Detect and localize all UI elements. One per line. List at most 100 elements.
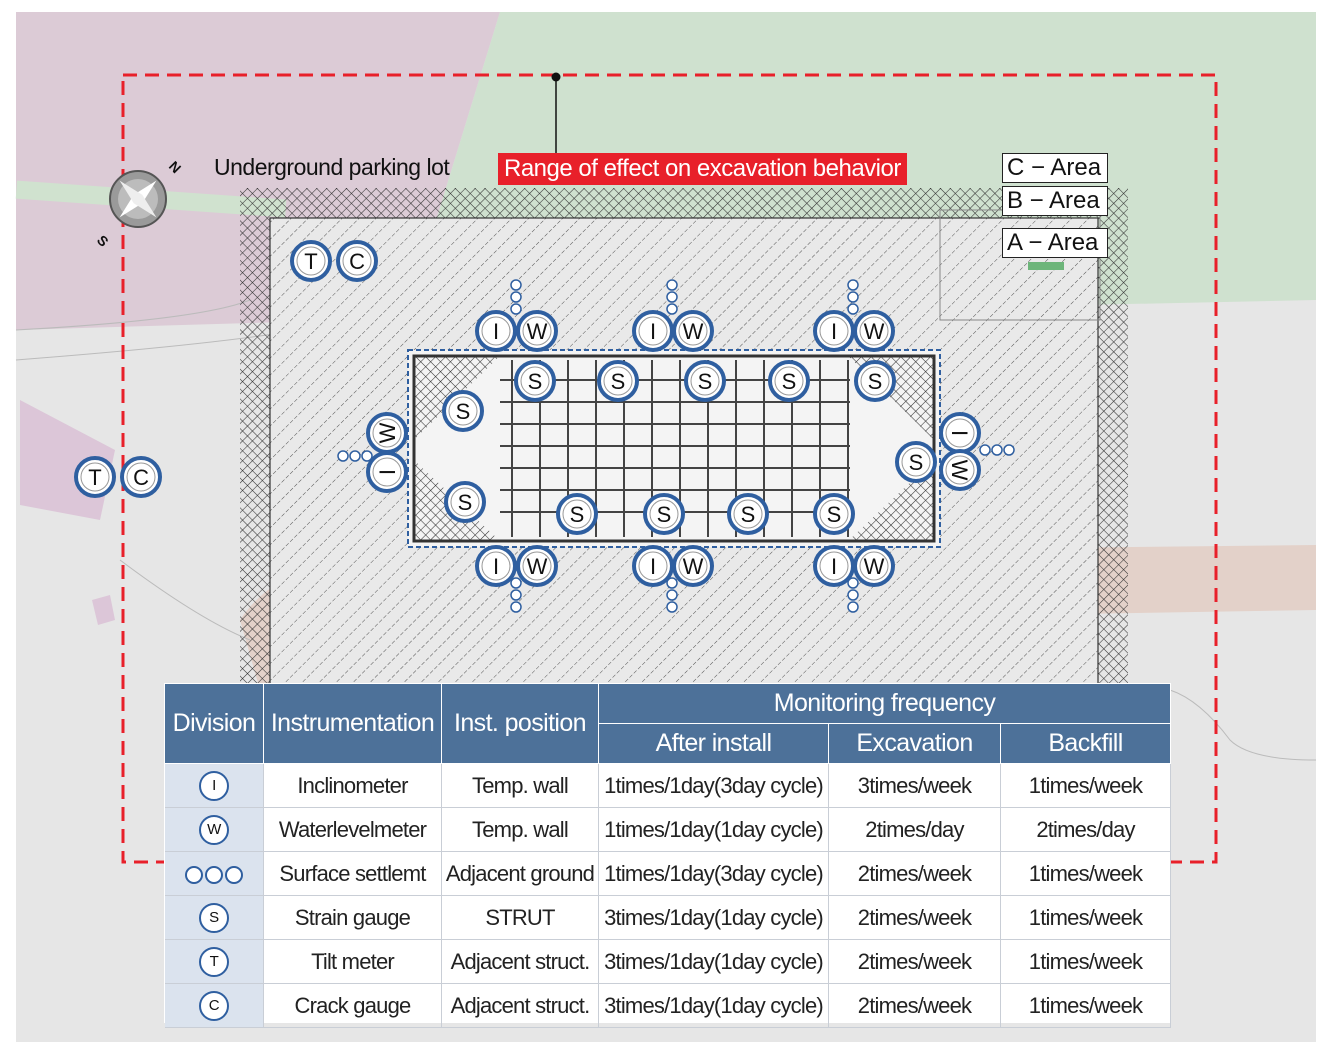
header-excavation: Excavation xyxy=(828,723,1001,764)
symbol-icon: W xyxy=(198,815,229,845)
svg-text:I: I xyxy=(831,554,837,579)
strain-gauge-sensor: S xyxy=(556,493,598,535)
settlement-point xyxy=(847,589,859,601)
cell-excavation: 2times/week xyxy=(828,983,1001,1028)
svg-text:T: T xyxy=(304,249,317,274)
tilt-meter-sensor: T xyxy=(74,456,116,498)
range-of-effect-label: Range of effect on excavation behavior xyxy=(498,153,907,185)
road-line xyxy=(15,299,251,331)
svg-text:S: S xyxy=(528,369,543,394)
svg-text:W: W xyxy=(864,554,885,579)
surface-settlement-points xyxy=(337,279,1015,613)
settlement-point xyxy=(361,450,373,462)
settlement-point xyxy=(991,444,1003,456)
cell-position: Adjacent ground xyxy=(441,851,599,896)
road-line xyxy=(119,559,251,641)
cell-backfill: 1times/week xyxy=(1000,851,1172,896)
strain-gauge-sensor: S xyxy=(768,360,810,402)
svg-text:W: W xyxy=(864,319,885,344)
svg-text:S: S xyxy=(868,369,883,394)
svg-text:S: S xyxy=(570,502,585,527)
cell-instrument: Strain gauge xyxy=(263,895,442,940)
cell-position: Adjacent struct. xyxy=(441,939,599,984)
settlement-point xyxy=(510,577,522,589)
svg-text:C: C xyxy=(349,249,365,274)
symbol-icon: T xyxy=(198,947,229,977)
svg-text:C: C xyxy=(133,465,149,490)
cell-backfill: 2times/day xyxy=(1000,807,1172,852)
b-area-label: B − Area xyxy=(1002,186,1108,216)
waterlevel-meter-sensor: W xyxy=(366,412,408,454)
settlement-point xyxy=(510,589,522,601)
row-symbol: I xyxy=(164,763,264,808)
strain-gauge-sensor: S xyxy=(597,360,639,402)
settlement-point xyxy=(847,601,859,613)
svg-text:S: S xyxy=(698,369,713,394)
cell-after: 1times/1day(3day cycle) xyxy=(598,851,829,896)
svg-text:S: S xyxy=(456,399,471,424)
strain-gauge-sensor: S xyxy=(895,441,937,483)
header-frequency: Monitoring frequency xyxy=(597,683,1172,724)
svg-text:I: I xyxy=(947,430,972,436)
svg-text:W: W xyxy=(683,319,704,344)
svg-text:W: W xyxy=(947,460,972,481)
settlement-point xyxy=(510,303,522,315)
svg-text:I: I xyxy=(493,319,499,344)
settlement-point xyxy=(510,279,522,291)
svg-text:W: W xyxy=(375,422,400,443)
header-instrumentation: Instrumentation xyxy=(263,683,442,764)
settlement-point xyxy=(847,291,859,303)
header-division: Division xyxy=(164,683,264,764)
svg-text:I: I xyxy=(493,554,499,579)
header-backfill: Backfill xyxy=(999,723,1172,764)
settlement-point xyxy=(666,589,678,601)
building-small xyxy=(92,595,115,625)
inclinometer-sensor: I xyxy=(475,545,517,587)
cell-excavation: 3times/week xyxy=(828,763,1001,808)
symbol-icon: S xyxy=(198,903,229,933)
underground-parking-label: Underground parking lot xyxy=(214,154,450,180)
cell-backfill: 1times/week xyxy=(1000,939,1172,984)
settlement-point xyxy=(979,444,991,456)
row-symbol: C xyxy=(164,983,264,1028)
crack-gauge-sensor: C xyxy=(120,456,162,498)
waterlevel-meter-sensor: W xyxy=(939,449,981,491)
cell-backfill: 1times/week xyxy=(1000,983,1172,1028)
inclinometer-sensor: I xyxy=(632,310,674,352)
waterlevel-meter-sensor: W xyxy=(853,310,895,352)
strain-gauge-sensor: S xyxy=(727,493,769,535)
svg-text:T: T xyxy=(88,465,101,490)
svg-text:S: S xyxy=(611,369,626,394)
svg-text:I: I xyxy=(375,469,400,475)
road-line xyxy=(1169,689,1317,761)
svg-text:S: S xyxy=(909,450,924,475)
cell-instrument: Waterlevelmeter xyxy=(263,807,442,852)
row-symbol xyxy=(164,851,264,896)
green-marker xyxy=(1028,262,1064,270)
settlement-point xyxy=(666,279,678,291)
settlement-point xyxy=(666,303,678,315)
cell-backfill: 1times/week xyxy=(1000,895,1172,940)
cell-instrument: Surface settlemt xyxy=(263,851,442,896)
inclinometer-sensor: I xyxy=(813,310,855,352)
inclinometer-sensor: I xyxy=(939,412,981,454)
settlement-point xyxy=(337,450,349,462)
c-area-label: C − Area xyxy=(1002,153,1108,183)
cell-excavation: 2times/day xyxy=(828,807,1001,852)
cell-excavation: 2times/week xyxy=(828,851,1001,896)
settlement-point xyxy=(510,601,522,613)
svg-text:W: W xyxy=(527,554,548,579)
strain-gauge-sensor: S xyxy=(444,481,486,523)
settlement-point xyxy=(666,291,678,303)
waterlevel-meter-sensor: W xyxy=(853,545,895,587)
header-position: Inst. position xyxy=(441,683,599,764)
svg-text:W: W xyxy=(527,319,548,344)
strain-gauge-sensor: S xyxy=(514,360,556,402)
